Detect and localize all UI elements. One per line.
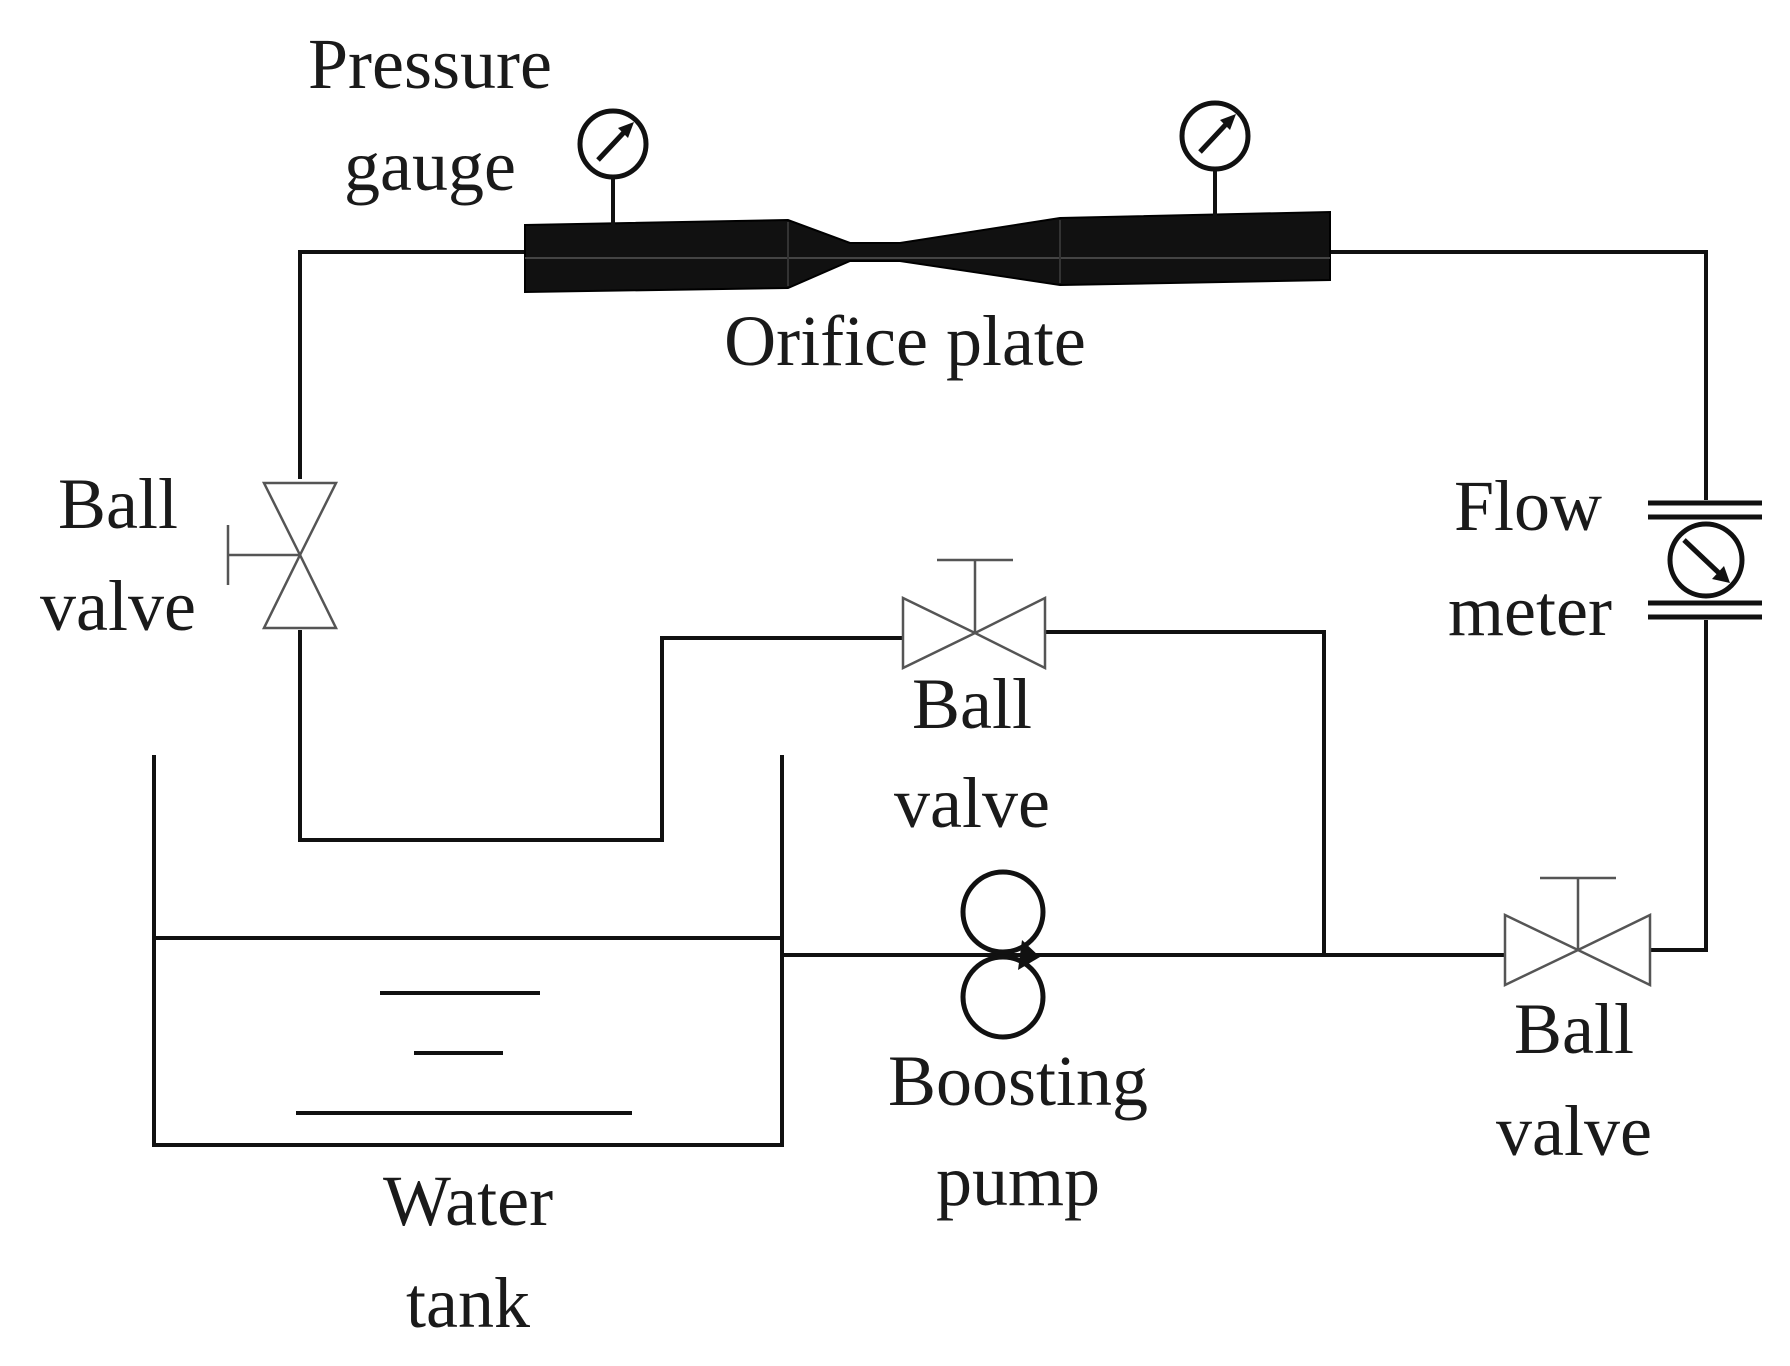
pressure-gauge-label: Pressure <box>308 24 552 104</box>
boosting-pump-label: pump <box>936 1141 1100 1221</box>
ball-valve-label: valve <box>894 763 1050 843</box>
ball-valve-icon <box>901 558 1047 671</box>
ball-valve-label: Ball <box>58 464 178 544</box>
ball-valve-label: Ball <box>912 664 1032 744</box>
water-tank-label: Water <box>383 1161 553 1241</box>
water-tank <box>152 755 784 1147</box>
flow-meter-label: Flow <box>1454 466 1602 546</box>
ball-valve-label: Ball <box>1514 989 1634 1069</box>
orifice-plate-label: Orifice plate <box>724 301 1086 381</box>
ball-valve-icon <box>1503 876 1652 987</box>
flow-meter-label: meter <box>1448 571 1612 651</box>
water-tank-label: tank <box>406 1263 530 1343</box>
orifice-plate <box>524 210 1331 294</box>
pipe-network <box>298 250 1708 957</box>
pressure-gauge-icon <box>577 108 649 248</box>
ball-valve-icon <box>226 481 339 630</box>
boosting-pump-icon <box>960 869 1046 1040</box>
ball-valve-label: valve <box>1496 1091 1652 1171</box>
boosting-pump-label: Boosting <box>888 1041 1148 1121</box>
pressure-gauge-icon <box>1179 100 1251 248</box>
ball-valve-label: valve <box>40 566 196 646</box>
flow-meter-icon <box>1648 500 1762 620</box>
pressure-gauge-label: gauge <box>344 126 516 206</box>
